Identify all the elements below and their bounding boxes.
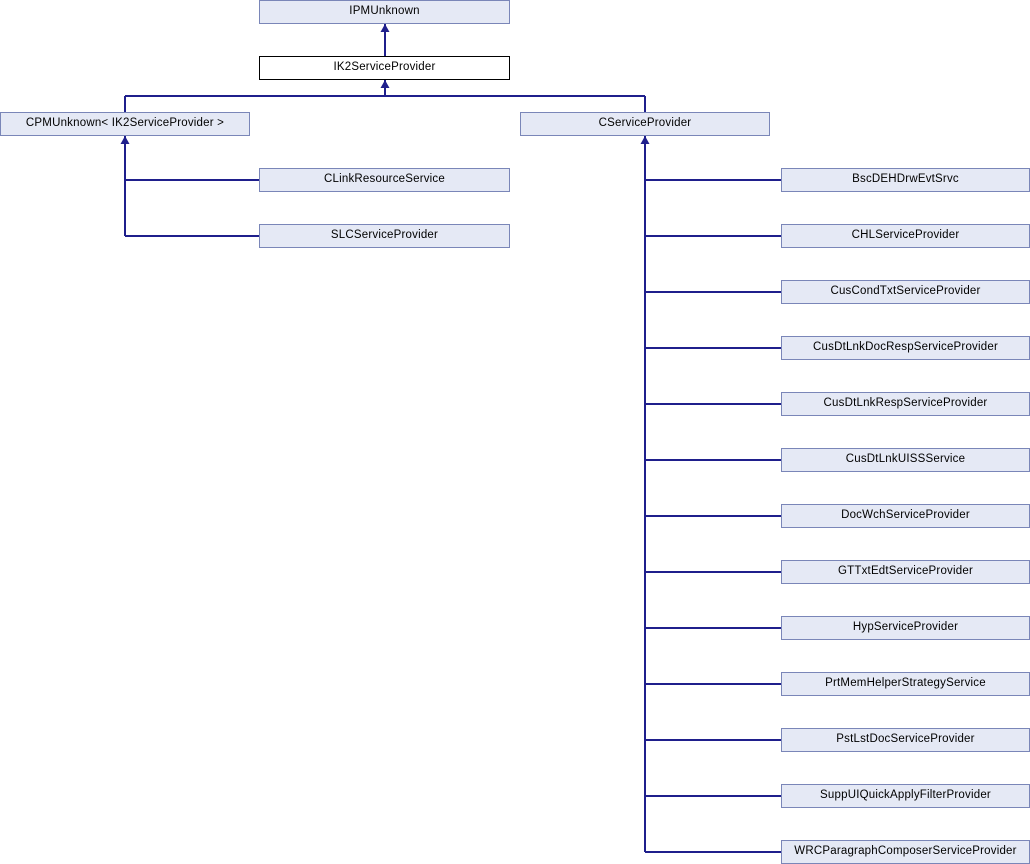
class-node-cusdtlnkrespserviceprovider[interactable]: CusDtLnkRespServiceProvider xyxy=(781,392,1030,416)
class-node-ipmunknown[interactable]: IPMUnknown xyxy=(259,0,510,24)
class-node-label: PrtMemHelperStrategyService xyxy=(825,677,986,690)
class-node-pstlstdocserviceprovider[interactable]: PstLstDocServiceProvider xyxy=(781,728,1030,752)
class-node-slcserviceprovider[interactable]: SLCServiceProvider xyxy=(259,224,510,248)
class-node-cusdtlnkuissservice[interactable]: CusDtLnkUISSService xyxy=(781,448,1030,472)
class-node-clinkresourceservice[interactable]: CLinkResourceService xyxy=(259,168,510,192)
class-node-hypserviceprovider[interactable]: HypServiceProvider xyxy=(781,616,1030,640)
class-node-cpmunknown[interactable]: CPMUnknown< IK2ServiceProvider > xyxy=(0,112,250,136)
class-node-bscdehdrwevtsrvc[interactable]: BscDEHDrwEvtSrvc xyxy=(781,168,1030,192)
class-node-label: CusCondTxtServiceProvider xyxy=(830,285,981,298)
class-node-label: CusDtLnkRespServiceProvider xyxy=(823,397,988,410)
class-node-label: CPMUnknown< IK2ServiceProvider > xyxy=(25,117,225,130)
class-node-label: CusDtLnkDocRespServiceProvider xyxy=(813,341,998,354)
class-node-label: SuppUIQuickApplyFilterProvider xyxy=(820,789,991,802)
class-node-label: PstLstDocServiceProvider xyxy=(836,733,975,746)
class-node-label: IK2ServiceProvider xyxy=(333,61,436,74)
class-node-prtmemhelperstrategyservice[interactable]: PrtMemHelperStrategyService xyxy=(781,672,1030,696)
class-node-label: IPMUnknown xyxy=(349,5,420,18)
class-node-label: GTTxtEdtServiceProvider xyxy=(838,565,973,578)
class-node-ik2serviceprovider[interactable]: IK2ServiceProvider xyxy=(259,56,510,80)
class-node-cserviceprovider[interactable]: CServiceProvider xyxy=(520,112,770,136)
class-node-label: BscDEHDrwEvtSrvc xyxy=(852,173,959,186)
class-node-suppuiquickapplyfilterprovider[interactable]: SuppUIQuickApplyFilterProvider xyxy=(781,784,1030,808)
class-node-label: CHLServiceProvider xyxy=(851,229,960,242)
class-node-cuscondtxtserviceprovider[interactable]: CusCondTxtServiceProvider xyxy=(781,280,1030,304)
inheritance-arrowhead-icon xyxy=(640,136,650,144)
class-node-label: WRCParagraphComposerServiceProvider xyxy=(794,845,1017,858)
class-node-cusdtlnkdocrespserviceprovider[interactable]: CusDtLnkDocRespServiceProvider xyxy=(781,336,1030,360)
class-node-label: SLCServiceProvider xyxy=(330,229,439,242)
class-node-label: CServiceProvider xyxy=(598,117,692,130)
class-node-docwchserviceprovider[interactable]: DocWchServiceProvider xyxy=(781,504,1030,528)
class-node-chlserviceprovider[interactable]: CHLServiceProvider xyxy=(781,224,1030,248)
inheritance-arrowhead-icon xyxy=(120,136,130,144)
inheritance-arrowhead-icon xyxy=(380,24,390,32)
class-node-gttxtedtserviceprovider[interactable]: GTTxtEdtServiceProvider xyxy=(781,560,1030,584)
class-node-label: CusDtLnkUISSService xyxy=(845,453,966,466)
inheritance-arrowhead-icon xyxy=(380,80,390,88)
class-node-label: DocWchServiceProvider xyxy=(841,509,970,522)
class-node-label: HypServiceProvider xyxy=(852,621,959,634)
class-node-label: CLinkResourceService xyxy=(324,173,445,186)
class-node-wrcparagraphcomposerserviceprovider[interactable]: WRCParagraphComposerServiceProvider xyxy=(781,840,1030,864)
